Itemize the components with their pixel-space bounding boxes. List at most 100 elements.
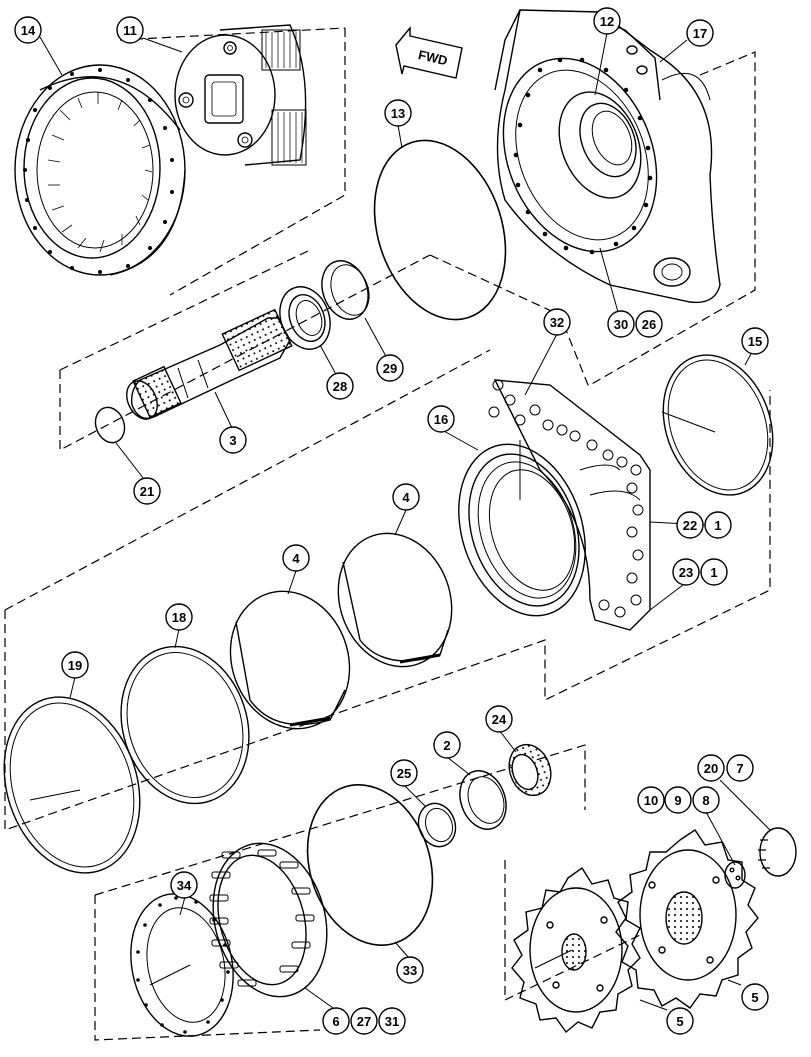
fwd-label: FWD bbox=[417, 47, 449, 68]
callout-16: 16 bbox=[427, 405, 455, 433]
callout-7-label: 7 bbox=[736, 761, 743, 776]
callout-29-label: 29 bbox=[383, 361, 397, 376]
callout-21: 21 bbox=[133, 477, 161, 505]
callout-4-upper-label: 4 bbox=[402, 490, 410, 505]
seal-19-part bbox=[3, 696, 141, 874]
callout-30-label: 30 bbox=[614, 317, 628, 332]
callout-15: 15 bbox=[741, 327, 769, 355]
callout-6-label: 6 bbox=[332, 1014, 339, 1029]
callout-1-upper: 1 bbox=[704, 511, 732, 539]
callout-18: 18 bbox=[165, 603, 193, 631]
callout-19: 19 bbox=[61, 651, 89, 679]
bearing-24-part bbox=[508, 743, 552, 797]
callout-32-label: 32 bbox=[550, 315, 564, 330]
callout-11: 11 bbox=[116, 16, 144, 44]
callout-13-label: 13 bbox=[391, 106, 405, 121]
gasket-34-part bbox=[130, 893, 234, 1037]
callout-27-label: 27 bbox=[357, 1014, 371, 1029]
snap-ring-21-part bbox=[94, 406, 126, 444]
callout-10: 10 bbox=[637, 786, 665, 814]
shaft-part bbox=[126, 308, 293, 420]
seal-18-part bbox=[120, 645, 250, 805]
seal-29-part bbox=[321, 260, 370, 320]
callout-12: 12 bbox=[593, 7, 621, 35]
callout-8: 8 bbox=[692, 786, 720, 814]
callout-2: 2 bbox=[433, 731, 461, 759]
callout-17-label: 17 bbox=[693, 26, 707, 41]
callout-14: 14 bbox=[14, 16, 42, 44]
callout-29: 29 bbox=[376, 354, 404, 382]
callout-17: 17 bbox=[686, 19, 714, 47]
callout-22: 22 bbox=[676, 511, 704, 539]
callout-32: 32 bbox=[543, 308, 571, 336]
callout-31: 31 bbox=[378, 1007, 406, 1035]
callout-2-label: 2 bbox=[443, 738, 450, 753]
callout-8-label: 8 bbox=[702, 793, 709, 808]
callout-25-label: 25 bbox=[397, 766, 411, 781]
callout-18-label: 18 bbox=[172, 610, 186, 625]
cover-7-part bbox=[758, 827, 797, 877]
cup-2-part bbox=[459, 770, 507, 830]
callout-23-label: 23 bbox=[679, 565, 693, 580]
callout-24: 24 bbox=[485, 705, 513, 733]
callout-11-label: 11 bbox=[123, 23, 137, 38]
callout-4-lower: 4 bbox=[282, 544, 310, 572]
callout-1-lower: 1 bbox=[700, 558, 728, 586]
callout-14-label: 14 bbox=[21, 23, 36, 38]
sprocket-5-rear-part bbox=[615, 829, 759, 1009]
sleeve-4-lower-part bbox=[229, 590, 351, 730]
callout-26: 26 bbox=[635, 310, 663, 338]
callout-30: 30 bbox=[607, 310, 635, 338]
o-ring-13-part bbox=[373, 139, 507, 321]
callout-28-label: 28 bbox=[333, 379, 347, 394]
callout-33-label: 33 bbox=[403, 963, 417, 978]
callout-20: 20 bbox=[697, 754, 725, 782]
sleeve-4-upper-part bbox=[337, 532, 453, 668]
callout-22-label: 22 bbox=[683, 518, 697, 533]
callout-20-label: 20 bbox=[704, 761, 718, 776]
callout-10-label: 10 bbox=[644, 793, 658, 808]
group-outline-lines bbox=[4, 27, 771, 1041]
callout-1-lower-label: 1 bbox=[710, 565, 717, 580]
callout-7: 7 bbox=[726, 754, 754, 782]
washer-8-part bbox=[724, 861, 746, 889]
callout-26-label: 26 bbox=[642, 317, 656, 332]
callout-4-lower-label: 4 bbox=[292, 551, 300, 566]
sprocket-5-front-part bbox=[511, 866, 641, 1034]
callout-5-front-label: 5 bbox=[676, 1014, 683, 1029]
callout-34-label: 34 bbox=[177, 878, 192, 893]
callout-33: 33 bbox=[396, 956, 424, 984]
callout-13: 13 bbox=[384, 99, 412, 127]
callout-3-label: 3 bbox=[229, 433, 236, 448]
callout-4-upper: 4 bbox=[392, 483, 420, 511]
callout-23: 23 bbox=[672, 558, 700, 586]
callout-24-label: 24 bbox=[492, 712, 507, 727]
callout-25: 25 bbox=[390, 759, 418, 787]
callout-27: 27 bbox=[350, 1007, 378, 1035]
leader-lines bbox=[39, 32, 771, 1011]
callout-21-label: 21 bbox=[140, 484, 154, 499]
callout-3: 3 bbox=[219, 426, 247, 454]
callout-5-rear-label: 5 bbox=[751, 990, 758, 1005]
axis-lines bbox=[29, 411, 716, 986]
callout-31-label: 31 bbox=[385, 1014, 399, 1029]
seal-25-part bbox=[417, 802, 457, 848]
o-ring-33-part bbox=[306, 784, 434, 946]
callout-15-label: 15 bbox=[748, 334, 762, 349]
callout-5-rear: 5 bbox=[741, 983, 769, 1011]
callout-28: 28 bbox=[326, 372, 354, 400]
housing-part bbox=[458, 379, 651, 631]
callout-16-label: 16 bbox=[434, 412, 448, 427]
callout-9: 9 bbox=[664, 786, 692, 814]
planet-carrier-part bbox=[174, 24, 307, 166]
callouts: 14 11 13 12 17 28 29 3 21 30 26 32 15 16… bbox=[14, 7, 769, 1035]
fwd-direction-arrow: FWD bbox=[395, 26, 463, 79]
sprocket-hub-part bbox=[209, 842, 328, 998]
o-ring-15-part bbox=[662, 354, 774, 496]
callout-19-label: 19 bbox=[68, 658, 82, 673]
hub-part bbox=[494, 9, 721, 304]
callout-12-label: 12 bbox=[600, 14, 614, 29]
callout-9-label: 9 bbox=[674, 793, 681, 808]
